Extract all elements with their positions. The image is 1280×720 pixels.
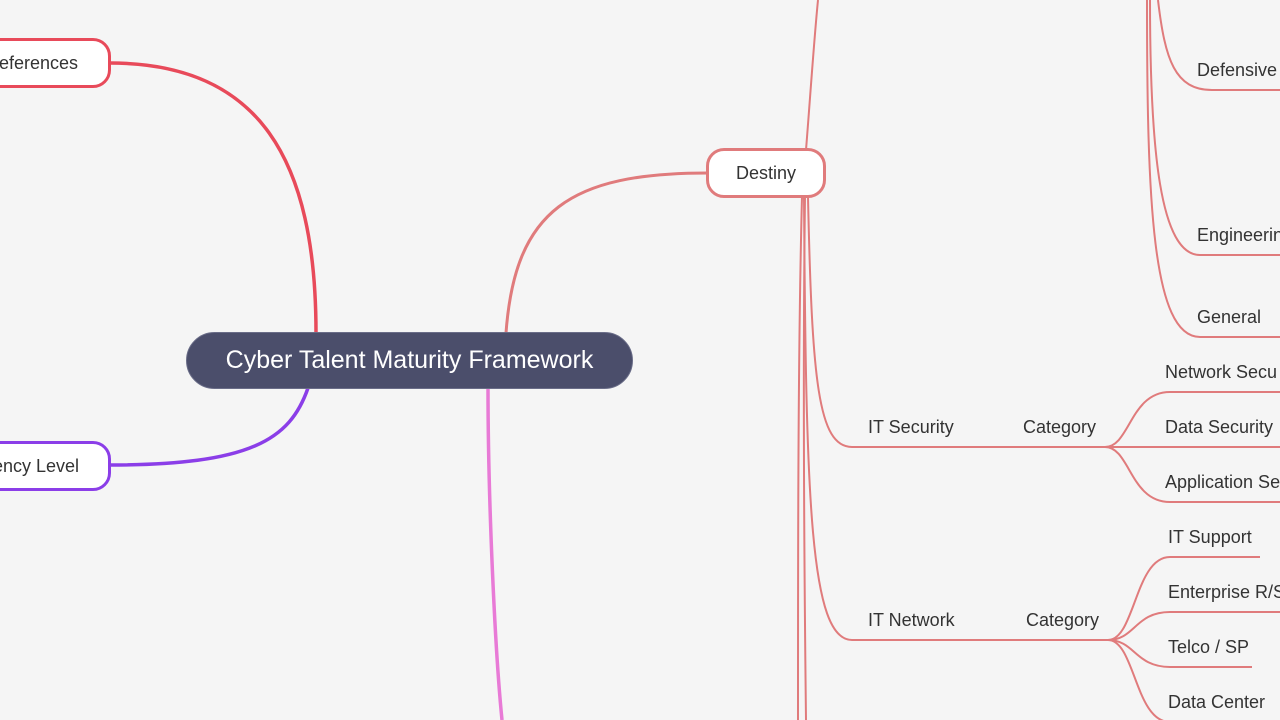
edge-root-competency xyxy=(109,387,310,467)
node-it-security-category[interactable]: Category xyxy=(1023,414,1096,440)
node-it-security-label: IT Security xyxy=(868,416,954,437)
root-node[interactable]: Cyber Talent Maturity Framework xyxy=(186,332,633,389)
edge-network-security xyxy=(1104,391,1280,448)
node-engineering-label: Engineerin xyxy=(1197,224,1280,245)
node-data-security-label: Data Security xyxy=(1165,416,1274,437)
node-application-security-label: Application Se xyxy=(1165,471,1280,492)
edge-destiny-it-security xyxy=(807,196,1105,448)
node-competency-level-label: ency Level xyxy=(0,455,79,476)
node-destiny[interactable]: Destiny xyxy=(706,148,826,198)
node-data-center[interactable]: Data Center xyxy=(1168,689,1265,715)
node-application-security[interactable]: Application Se xyxy=(1165,469,1280,495)
node-it-support[interactable]: IT Support xyxy=(1168,524,1252,550)
node-data-security[interactable]: Data Security xyxy=(1165,414,1273,440)
node-references-label: eferences xyxy=(0,52,78,73)
node-it-network-category[interactable]: Category xyxy=(1026,607,1099,633)
edge-application-security xyxy=(1104,446,1280,503)
edge-defensive xyxy=(1157,0,1280,91)
node-telco-sp-label: Telco / SP xyxy=(1168,636,1250,657)
node-data-center-label: Data Center xyxy=(1168,691,1266,712)
node-enterprise-rs[interactable]: Enterprise R/S xyxy=(1168,579,1280,605)
node-it-network[interactable]: IT Network xyxy=(868,607,955,633)
edge-enterprise-rs xyxy=(1107,611,1280,641)
node-references[interactable]: eferences xyxy=(0,38,111,88)
node-engineering[interactable]: Engineerin xyxy=(1197,222,1280,248)
edge-destiny-up xyxy=(805,0,819,151)
edge-destiny-it-network xyxy=(803,196,1108,641)
edge-root-destiny xyxy=(504,171,709,334)
node-defensive-label: Defensive xyxy=(1197,59,1278,80)
node-it-network-category-label: Category xyxy=(1026,609,1100,630)
node-enterprise-rs-label: Enterprise R/S xyxy=(1168,581,1280,602)
edge-telco-sp xyxy=(1107,639,1252,668)
node-it-support-label: IT Support xyxy=(1168,526,1252,547)
edge-data-center xyxy=(1107,639,1166,720)
edge-it-support xyxy=(1107,556,1260,641)
node-general-label: General xyxy=(1197,306,1262,327)
node-network-security-label: Network Secu xyxy=(1165,361,1278,382)
node-it-security-category-label: Category xyxy=(1023,416,1097,437)
node-it-network-label: IT Network xyxy=(868,609,955,630)
edge-root-references xyxy=(109,61,318,334)
node-competency-level[interactable]: ency Level xyxy=(0,441,111,491)
node-general[interactable]: General xyxy=(1197,304,1261,330)
node-destiny-label: Destiny xyxy=(735,162,797,183)
edge-general xyxy=(1146,0,1280,338)
edge-engineering xyxy=(1149,0,1280,256)
edge-destiny-down-1 xyxy=(797,196,803,720)
edge-root-pink xyxy=(486,387,504,720)
root-node-label: Cyber Talent Maturity Framework xyxy=(225,346,594,374)
node-it-security[interactable]: IT Security xyxy=(868,414,954,440)
node-network-security[interactable]: Network Secu xyxy=(1165,359,1277,385)
node-telco-sp[interactable]: Telco / SP xyxy=(1168,634,1249,660)
node-defensive[interactable]: Defensive xyxy=(1197,57,1277,83)
